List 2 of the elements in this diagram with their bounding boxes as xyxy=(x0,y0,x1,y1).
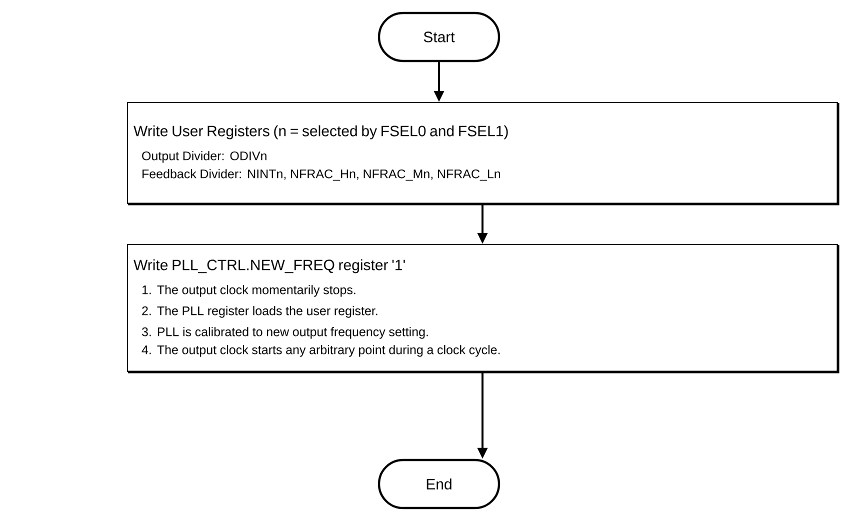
process-box: Write PLL_CTRL.NEW_FREQ register '1' 1. The output clock momentarily stops. 2. The PLL register loads the user register. 3. PLL is calibrated to new output frequency setting. 4. The output clock starts any arbitrary point during a clock cycle. xyxy=(127,244,840,374)
process-box: Write User Registers (n = selected by FSEL0 and FSEL1) Output Divider: ODIVn Feedback Divider: NINTn, NFRAC_Hn, NFRAC_Mn, NFRAC_Ln xyxy=(127,102,840,206)
